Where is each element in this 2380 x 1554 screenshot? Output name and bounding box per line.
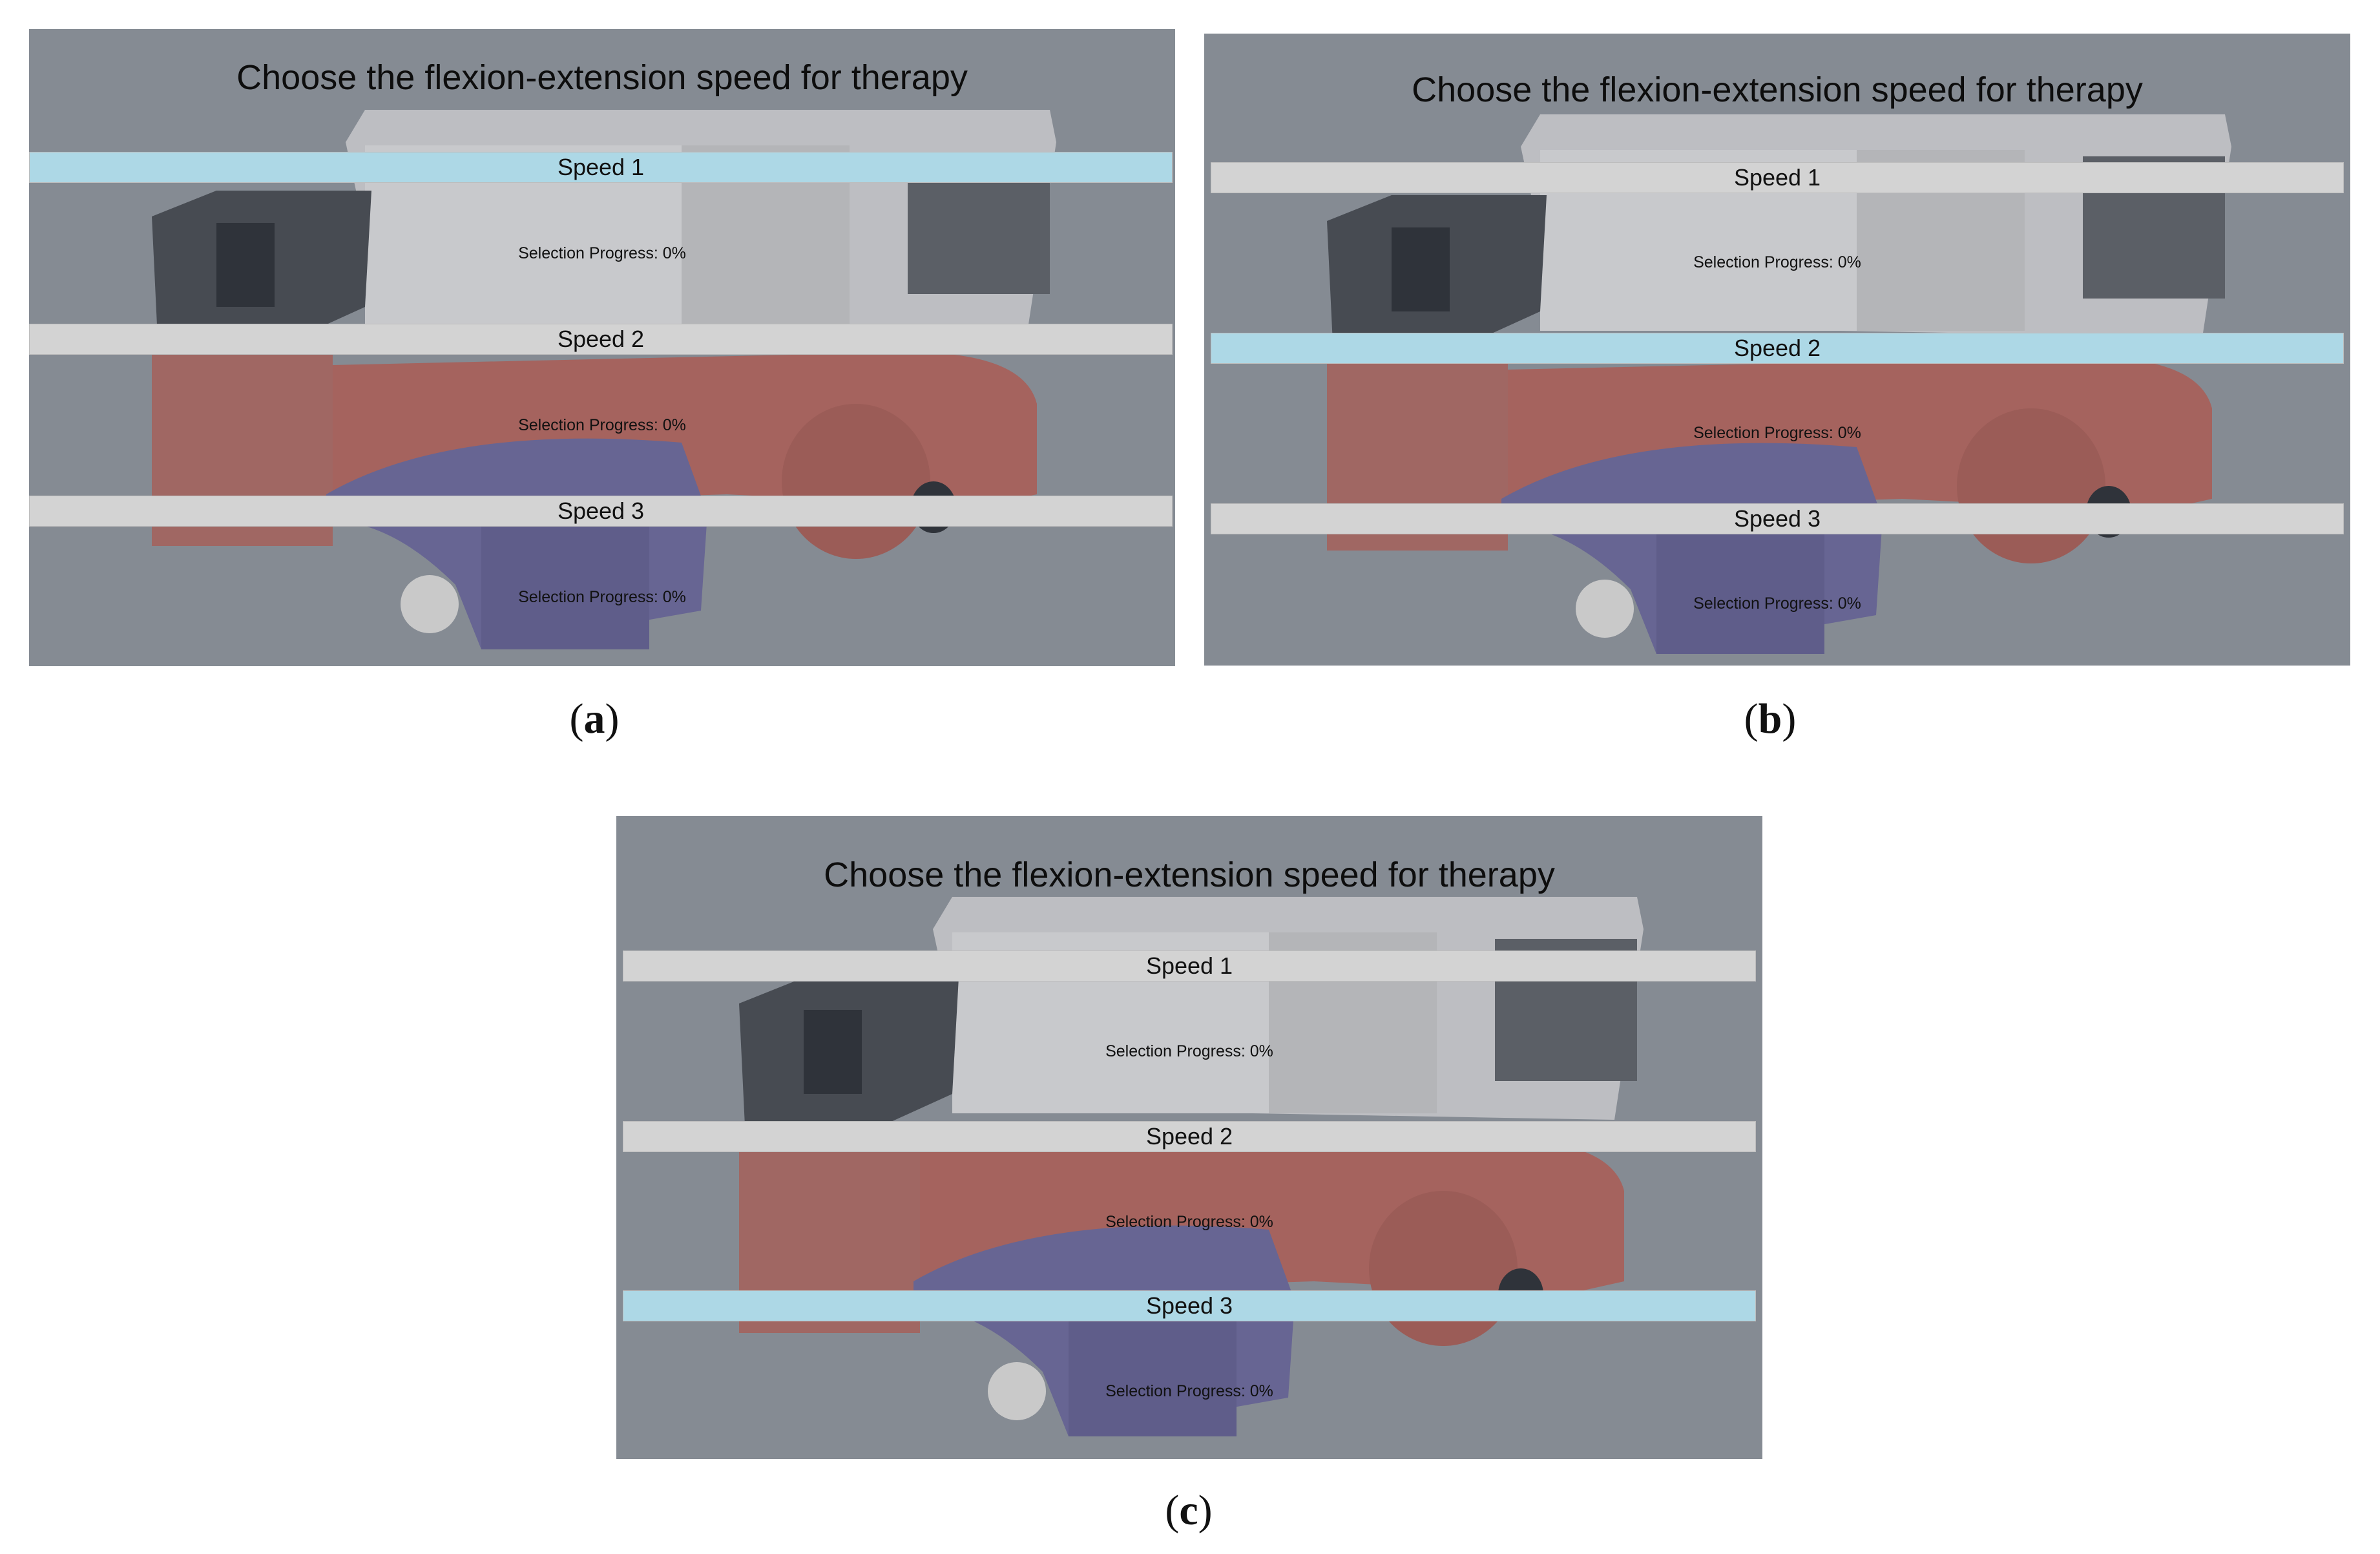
caption-a: (a) (569, 695, 620, 742)
speed-1-button[interactable]: Speed 1 (1211, 162, 2344, 193)
speed-3-button[interactable]: Speed 3 (623, 1290, 1756, 1321)
caption-b: (b) (1744, 695, 1797, 742)
caption-c: (c) (1165, 1487, 1213, 1534)
speed-2-button[interactable]: Speed 2 (1211, 333, 2344, 364)
speed-2-progress: Selection Progress: 0% (518, 416, 686, 434)
panel-a: Choose the flexion-extension speed for t… (29, 29, 1175, 666)
speed-3-progress: Selection Progress: 0% (518, 588, 686, 606)
page-title: Choose the flexion-extension speed for t… (824, 856, 1555, 894)
panel-c: Choose the flexion-extension speed for t… (616, 816, 1762, 1459)
page-title: Choose the flexion-extension speed for t… (236, 58, 968, 97)
speed-3-button[interactable]: Speed 3 (1211, 503, 2344, 534)
speed-1-button[interactable]: Speed 1 (623, 950, 1756, 982)
speed-3-progress: Selection Progress: 0% (1693, 594, 1861, 613)
speed-3-progress: Selection Progress: 0% (1105, 1382, 1273, 1400)
speed-2-button[interactable]: Speed 2 (29, 324, 1173, 355)
panel-b: Choose the flexion-extension speed for t… (1204, 34, 2350, 666)
page-title: Choose the flexion-extension speed for t… (1412, 70, 2143, 109)
speed-1-progress: Selection Progress: 0% (1105, 1042, 1273, 1060)
speed-1-progress: Selection Progress: 0% (518, 244, 686, 262)
speed-2-progress: Selection Progress: 0% (1105, 1213, 1273, 1231)
speed-1-button[interactable]: Speed 1 (29, 152, 1173, 183)
speed-1-progress: Selection Progress: 0% (1693, 253, 1861, 271)
speed-3-button[interactable]: Speed 3 (29, 496, 1173, 527)
speed-2-progress: Selection Progress: 0% (1693, 424, 1861, 442)
speed-2-button[interactable]: Speed 2 (623, 1121, 1756, 1152)
